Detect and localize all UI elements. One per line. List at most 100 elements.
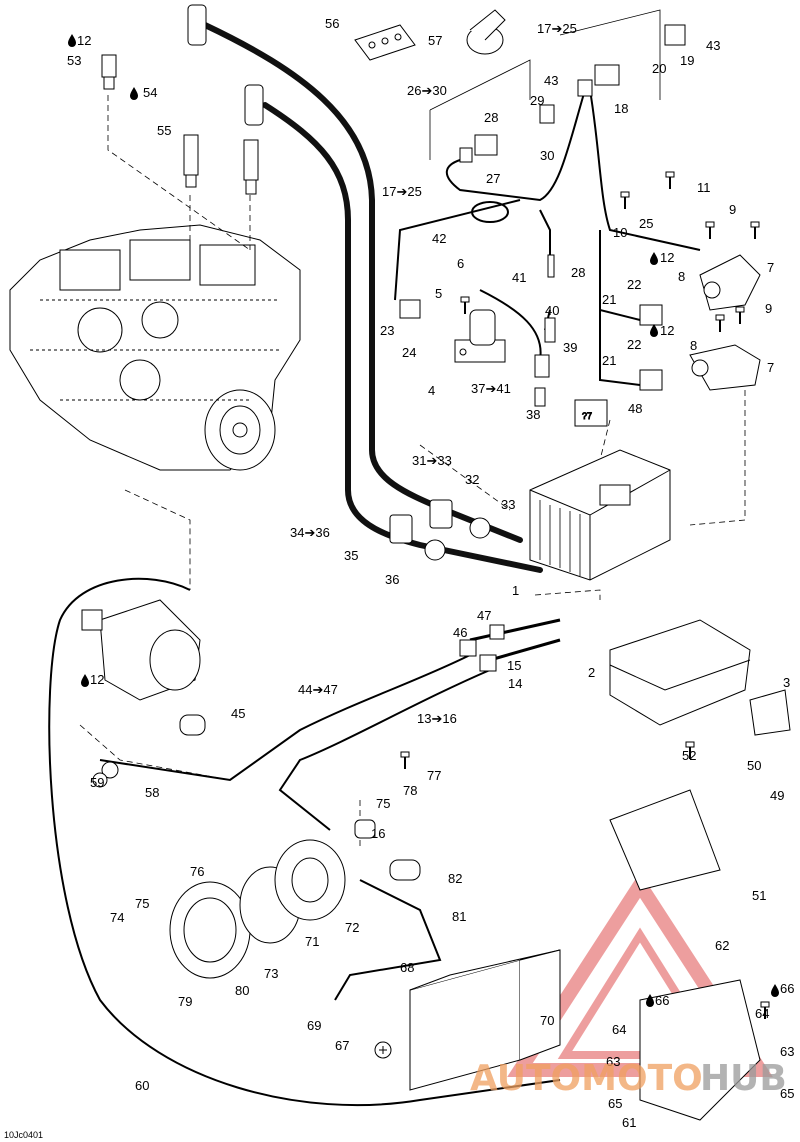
solenoid — [454, 309, 506, 363]
callout: 12 — [660, 250, 674, 265]
callout: 70 — [540, 1013, 554, 1028]
callout: 33 — [501, 497, 515, 512]
callout: 21 — [602, 353, 616, 368]
callout: 80 — [235, 983, 249, 998]
callout: 63 — [780, 1044, 794, 1059]
ring-clamp — [471, 201, 509, 223]
callout: 56 — [325, 16, 339, 31]
callout: 42 — [432, 231, 446, 246]
watermark-part2: HUB — [700, 1058, 787, 1099]
callout: 50 — [747, 758, 761, 773]
sensor-53 — [101, 54, 117, 90]
callouts: 1 2 3 4 5 6 7 7 8 8 9 9 10 11 12 12 12 1… — [67, 16, 794, 1130]
callout: 43 — [706, 38, 720, 53]
bracket-56 — [354, 24, 416, 61]
callout: 71 — [305, 934, 319, 949]
callout: 43 — [544, 73, 558, 88]
callout: 25 — [639, 216, 653, 231]
callout: 60 — [135, 1078, 149, 1093]
callout: 68 — [400, 960, 414, 975]
ignition-module — [529, 449, 671, 581]
cover — [609, 619, 791, 736]
callout: 78 — [403, 783, 417, 798]
callout: 15 — [507, 658, 521, 673]
callout: 19 — [680, 53, 694, 68]
callout: 66 — [655, 993, 669, 1008]
callout: 57 — [428, 33, 442, 48]
callout: 82 — [448, 871, 462, 886]
callout: 76 — [190, 864, 204, 879]
callout: 27 — [486, 171, 500, 186]
callout: 41 — [512, 270, 526, 285]
callout: 66 — [780, 981, 794, 996]
callout: 46 — [453, 625, 467, 640]
callout: 63 — [606, 1054, 620, 1069]
callout: 64 — [755, 1006, 769, 1021]
callout: 14 — [508, 676, 522, 691]
callout: 65 — [780, 1086, 794, 1101]
watermark-part1: AUTOMOTO — [470, 1058, 703, 1099]
callout: 7 — [767, 360, 774, 375]
callout: 16 — [371, 826, 385, 841]
spark-plug-caps — [187, 4, 491, 561]
callout: 28 — [484, 110, 498, 125]
callout: 9 — [765, 301, 772, 316]
callout: 22 — [627, 337, 641, 352]
callout: 17➔25 — [382, 184, 422, 199]
callout: 77 — [427, 768, 441, 783]
callout: 55 — [157, 123, 171, 138]
callout: 4 — [428, 383, 435, 398]
callout: 17➔25 — [537, 21, 577, 36]
cable-ends — [459, 624, 505, 672]
battery-cable — [48, 577, 561, 1107]
callout: 7 — [767, 260, 774, 275]
callout: 58 — [145, 785, 159, 800]
callout: 40 — [545, 303, 559, 318]
callout: 26➔30 — [407, 83, 447, 98]
callout: 6 — [457, 256, 464, 271]
callout: 54 — [143, 85, 157, 100]
starter-motor — [81, 599, 201, 701]
callout: 1 — [512, 583, 519, 598]
misc-parts — [92, 714, 421, 881]
callout: 28 — [571, 265, 585, 280]
callout: 9 — [729, 202, 736, 217]
callout: 38 — [526, 407, 540, 422]
callout: 12 — [90, 672, 104, 687]
callout: 12 — [77, 33, 91, 48]
callout: 37➔41 — [471, 381, 511, 396]
callout: 29 — [530, 93, 544, 108]
callout: 81 — [452, 909, 466, 924]
spark-plugs — [183, 134, 259, 195]
callout: 44➔47 — [298, 682, 338, 697]
callout: 47 — [477, 608, 491, 623]
callout: 67 — [335, 1038, 349, 1053]
callout: 61 — [622, 1115, 636, 1130]
callout: 30 — [540, 148, 554, 163]
svg-text:?7: ?7 — [582, 411, 592, 421]
callout: 23 — [380, 323, 394, 338]
warning-label: ?7 — [574, 399, 608, 427]
callout: 51 — [752, 888, 766, 903]
clamp-57 — [466, 9, 506, 55]
callout: 22 — [627, 277, 641, 292]
callout: 31➔33 — [412, 453, 452, 468]
callout: 65 — [608, 1096, 622, 1111]
callout: 48 — [628, 401, 642, 416]
bracket-51 — [609, 789, 721, 891]
callout: 12 — [660, 323, 674, 338]
battery — [374, 949, 561, 1091]
callout: 35 — [344, 548, 358, 563]
callout: 11 — [697, 180, 711, 195]
callout: 24 — [402, 345, 416, 360]
callout: 75 — [376, 796, 390, 811]
callout: 20 — [652, 61, 666, 76]
callout: 74 — [110, 910, 124, 925]
ignition-coils — [689, 254, 761, 391]
callout: 39 — [563, 340, 577, 355]
callout: 2 — [588, 665, 595, 680]
callout: 64 — [612, 1022, 626, 1037]
watermark-text: AUTOMOTO HUB — [470, 1058, 787, 1099]
detail-frames — [429, 9, 661, 160]
